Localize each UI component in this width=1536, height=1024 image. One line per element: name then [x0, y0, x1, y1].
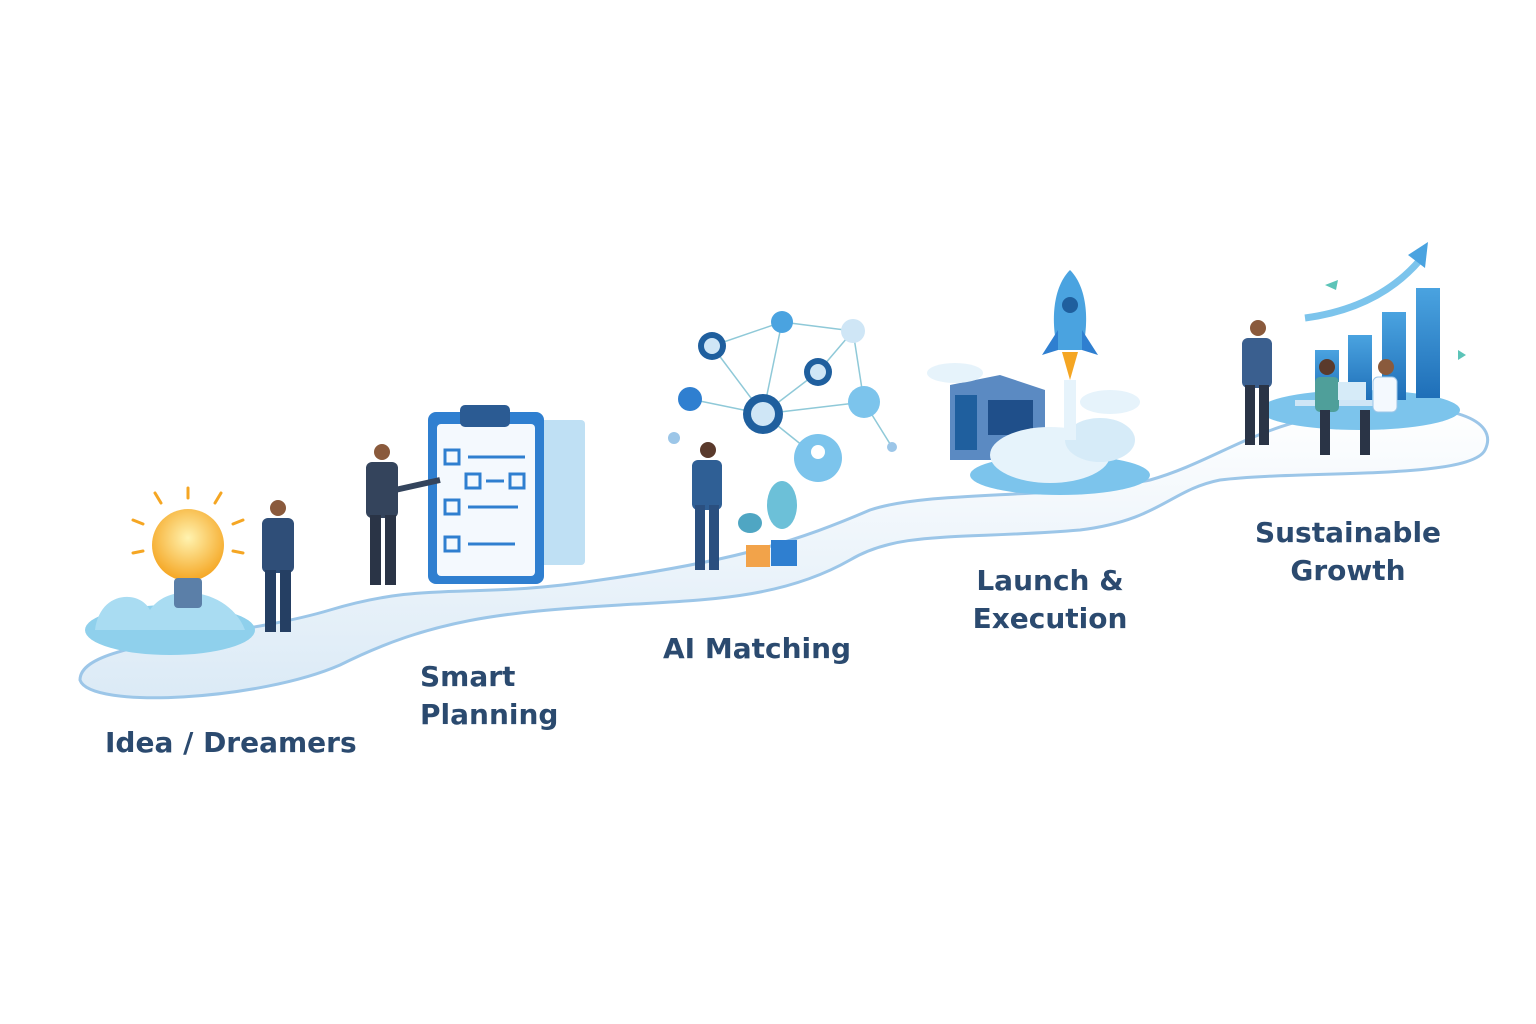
building-icon	[927, 363, 1150, 495]
plant-icon	[738, 481, 797, 567]
stage-label-matching: AI Matching	[663, 632, 852, 665]
stage-label-growth: Sustainable Growth	[1254, 516, 1442, 587]
person-icon	[692, 442, 722, 570]
team-meeting-icon	[1242, 320, 1398, 455]
lightbulb-icon	[85, 486, 255, 655]
person-icon	[366, 444, 441, 585]
clipboard-checklist-icon	[428, 405, 585, 584]
network-nodes	[668, 311, 897, 482]
rocket-icon	[1042, 270, 1098, 440]
stage-label-planning: Smart Planning	[420, 660, 559, 731]
stage-label-idea: Idea / Dreamers	[105, 726, 357, 759]
stage-label-launch: Launch & Execution	[972, 564, 1128, 635]
person-icon	[262, 500, 294, 632]
